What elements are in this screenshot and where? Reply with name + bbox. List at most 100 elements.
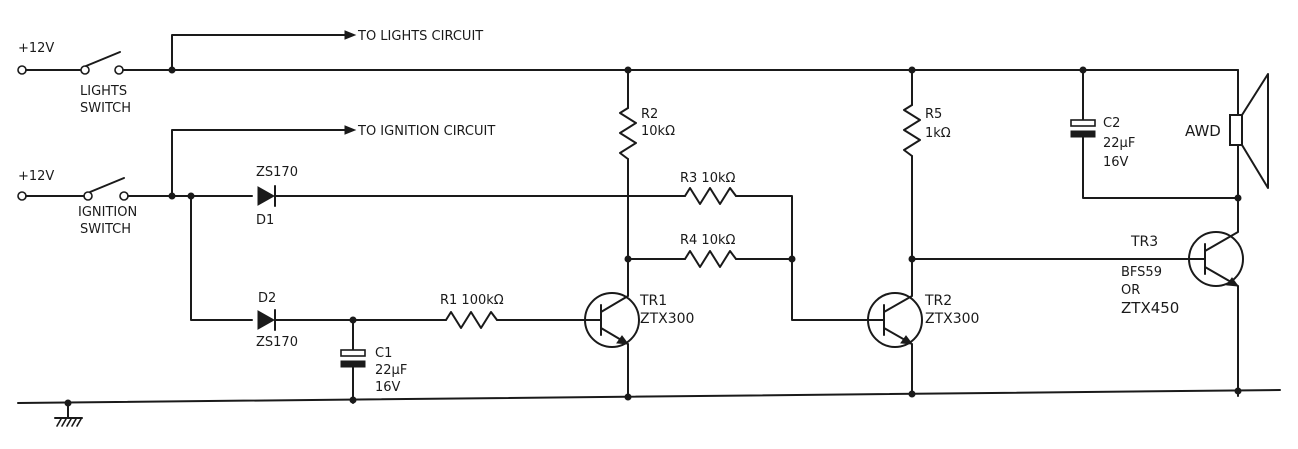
c2-voltage-label: 16V <box>1103 155 1129 170</box>
awd-label: AWD <box>1185 122 1221 140</box>
ignition-supply-terminal <box>17 191 27 201</box>
ignition-switch-label-1: IGNITION <box>78 205 137 220</box>
ground-hatch <box>76 418 82 427</box>
to-ignition-label: TO IGNITION CIRCUIT <box>357 124 495 139</box>
r5-ref-label: R5 <box>925 107 942 122</box>
resistor-r3: R3 10kΩ <box>680 171 737 205</box>
to-lights-wire <box>171 34 346 71</box>
c1-value-label: 22μF <box>375 363 407 378</box>
lights-switch-lever <box>85 51 121 67</box>
lights-switch-label-2: SWITCH <box>80 101 131 116</box>
awd-buzzer: AWD <box>1185 69 1269 199</box>
tr1-ref-label: TR1 <box>639 293 667 309</box>
ignition-switch-contact-b <box>119 191 129 201</box>
junction-dot <box>624 66 632 74</box>
diode-d1: ZS170 D1 <box>256 165 298 228</box>
diode-symbol-icon <box>257 310 276 330</box>
tr1-envelope <box>584 292 640 348</box>
emitter-arrow-icon <box>616 335 630 345</box>
resistor-zigzag <box>684 250 737 268</box>
transistor-tr2: TR2 ZTX300 <box>866 258 979 397</box>
d2-type-label: ZS170 <box>256 335 298 350</box>
c1-ref-label: C1 <box>375 346 392 361</box>
emitter-arrow-icon <box>900 335 914 345</box>
junction-dot <box>1079 66 1087 74</box>
diode-d2: D2 ZS170 <box>256 291 298 350</box>
d1-type-label: ZS170 <box>256 165 298 180</box>
transistor-tr1: TR1 ZTX300 <box>584 258 694 397</box>
ignition-supply: +12V <box>17 169 85 201</box>
junction-dot <box>349 396 357 404</box>
tr3-envelope <box>1188 231 1244 287</box>
ignition-supply-voltage: +12V <box>18 169 54 184</box>
c2-positive-plate <box>1070 119 1096 127</box>
ignition-switch-label-2: SWITCH <box>80 222 131 237</box>
resistor-r4: R4 10kΩ <box>680 233 737 268</box>
tr3-collector <box>1204 197 1239 252</box>
c2-value-label: 22μF <box>1103 136 1135 151</box>
tr2-type-label: ZTX300 <box>925 311 979 327</box>
r1-label: R1 100kΩ <box>440 293 504 308</box>
tr1-collector <box>600 258 629 313</box>
capacitor-c1: C1 22μF 16V <box>340 319 407 404</box>
r3-label: R3 10kΩ <box>680 171 736 186</box>
tr2-ref-label: TR2 <box>924 293 952 309</box>
junction-dot <box>908 66 916 74</box>
resistor-r5: R5 1kΩ <box>903 104 951 157</box>
r2-value-label: 10kΩ <box>641 124 675 139</box>
resistor-zigzag <box>903 104 921 157</box>
resistor-r1: R1 100kΩ <box>440 293 504 329</box>
resistor-zigzag <box>445 311 498 329</box>
to-ignition-wire <box>171 129 346 197</box>
to-lights-label: TO LIGHTS CIRCUIT <box>357 29 483 44</box>
ignition-switch-contact-a <box>83 191 93 201</box>
junction-dot <box>908 390 916 398</box>
junction-dot <box>624 393 632 401</box>
tr1-type-label: ZTX300 <box>640 311 694 327</box>
tr3-type2-label: ZTX450 <box>1121 299 1179 317</box>
arrow-icon <box>344 30 357 40</box>
ignition-switch: IGNITION SWITCH <box>78 177 137 237</box>
resistor-zigzag <box>619 107 637 160</box>
lights-supply-voltage: +12V <box>18 41 54 56</box>
diode-symbol-icon <box>257 186 276 206</box>
ground-hatch <box>71 418 77 427</box>
to-ignition-branch: TO IGNITION CIRCUIT <box>171 124 495 197</box>
ground-rail <box>17 389 1281 404</box>
resistor-zigzag <box>684 187 737 205</box>
ground-hatch <box>61 418 67 427</box>
lights-supply: +12V <box>17 41 81 75</box>
transistor-tr3: TR3 BFS59 OR ZTX450 <box>1121 197 1244 397</box>
c2-bottom-wire <box>1082 136 1239 199</box>
arrow-icon <box>344 125 357 135</box>
lights-supply-terminal <box>17 65 27 75</box>
tr3-or-label: OR <box>1121 283 1140 298</box>
d1-ref-label: D1 <box>256 213 274 228</box>
resistor-r2: R2 10kΩ <box>619 107 675 160</box>
r5-value-label: 1kΩ <box>925 126 951 141</box>
speaker-icon <box>1229 114 1243 146</box>
junction-dot <box>1234 387 1242 395</box>
r2-ref-label: R2 <box>641 107 658 122</box>
lights-switch-label-1: LIGHTS <box>80 84 127 99</box>
tr2-collector <box>883 258 913 313</box>
speaker-cone-icon <box>1241 73 1269 189</box>
ground-icon <box>54 402 83 427</box>
capacitor-c2: C2 22μF 16V <box>1070 116 1135 170</box>
ignition-switch-lever <box>89 177 125 193</box>
r4-label: R4 10kΩ <box>680 233 736 248</box>
tr3-type1-label: BFS59 <box>1121 265 1162 280</box>
lights-switch: LIGHTS SWITCH <box>80 51 131 116</box>
c1-voltage-label: 16V <box>375 380 401 395</box>
lights-switch-contact-b <box>114 65 124 75</box>
tr3-ref-label: TR3 <box>1130 234 1158 250</box>
c1-positive-plate <box>340 349 366 357</box>
emitter-arrow-icon <box>1226 277 1240 287</box>
ground-hatch <box>56 418 62 427</box>
c2-ref-label: C2 <box>1103 116 1120 131</box>
d2-feed-wire <box>190 195 253 321</box>
to-lights-branch: TO LIGHTS CIRCUIT <box>171 29 483 71</box>
lights-switch-contact-a <box>80 65 90 75</box>
d2-ref-label: D2 <box>258 291 276 306</box>
